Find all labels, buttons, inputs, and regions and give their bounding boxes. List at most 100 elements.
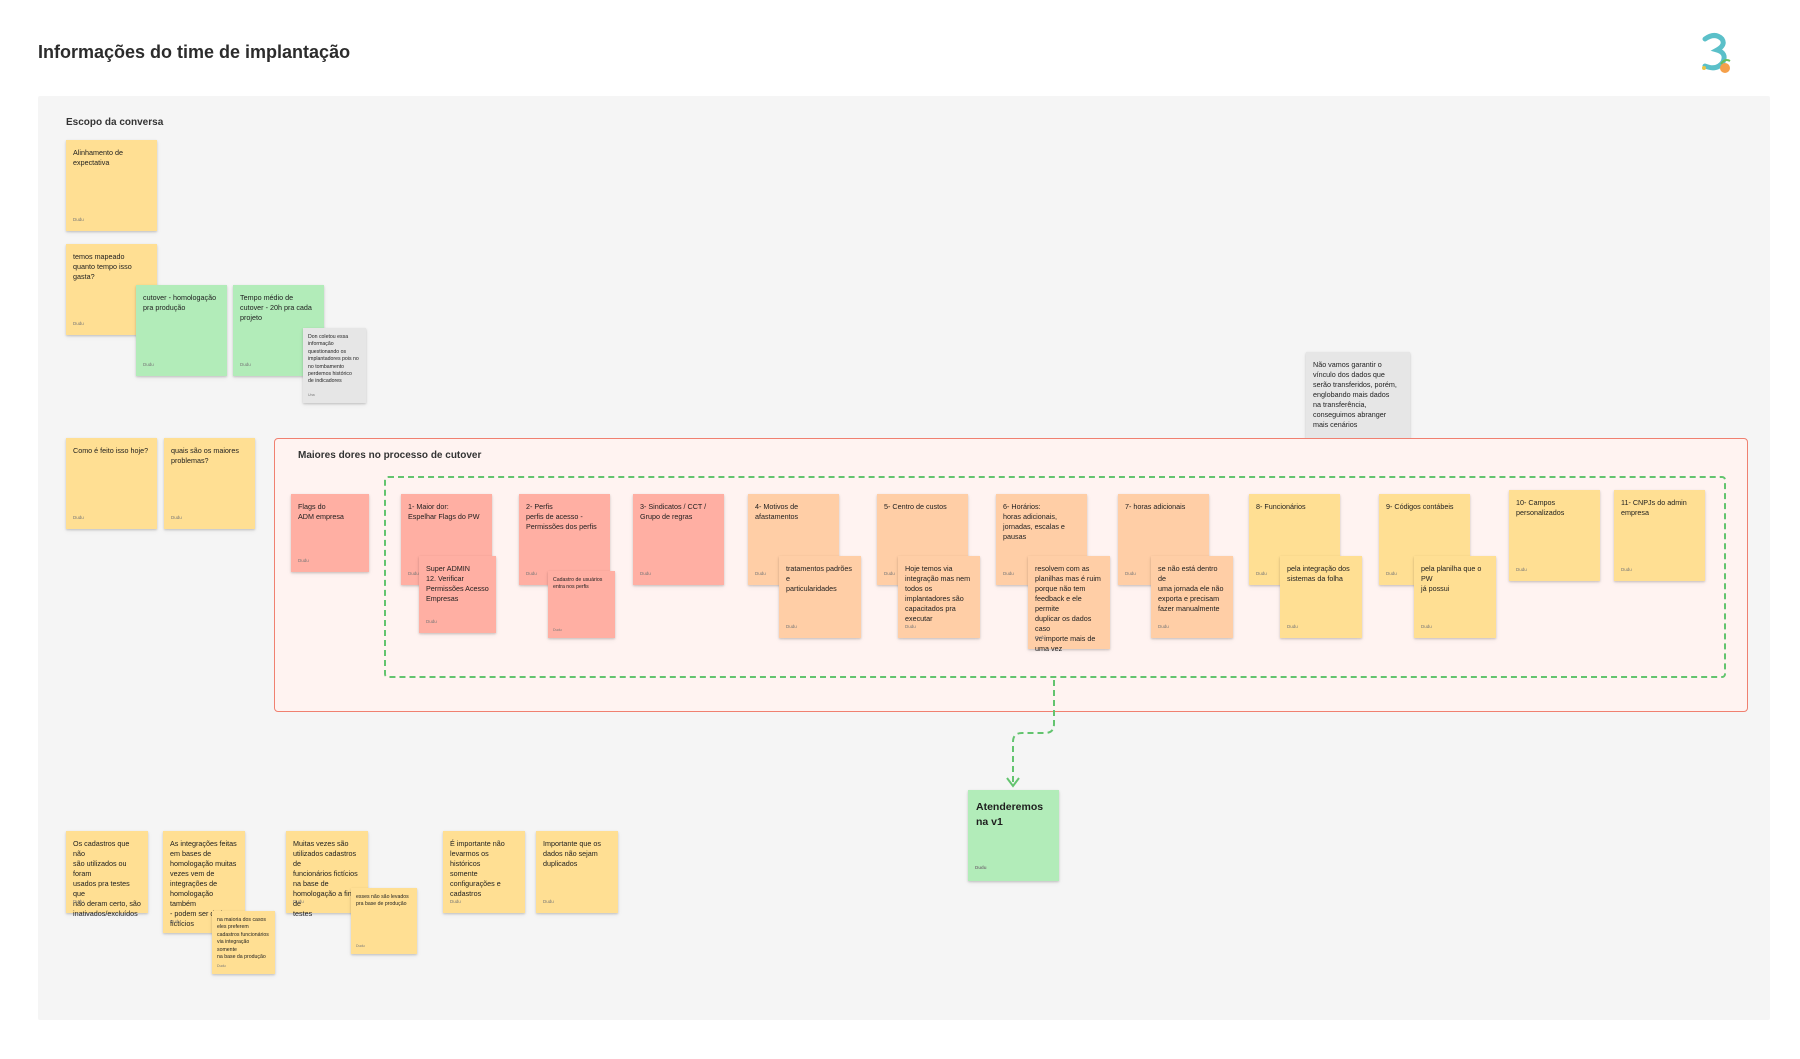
note-text: 1- Maior dor: Espelhar Flags do PW: [408, 502, 480, 521]
note-author: Dudu: [356, 943, 365, 948]
note-author: Dudu: [293, 899, 304, 904]
sticky-note[interactable]: Como é feito isso hoje? Dudu: [66, 438, 157, 529]
note-text: temos mapeado quanto tempo isso gasta?: [73, 252, 132, 281]
note-author: Dudu: [217, 963, 226, 968]
note-text: Hoje temos via integração mas nem todos …: [905, 564, 971, 623]
note-text: quais são os maiores problemas?: [171, 446, 239, 465]
note-text: 10- Campos personalizados: [1516, 498, 1565, 517]
sticky-note[interactable]: Importante que os dados não sejam duplic…: [536, 831, 618, 913]
note-text: Super ADMIN 12. Verificar Permissões Ace…: [426, 564, 489, 603]
sticky-note[interactable]: 2- Perfis perfis de acesso - Permissões …: [519, 494, 610, 585]
note-author: Dudu: [1158, 624, 1169, 629]
sticky-note[interactable]: Flags do ADM empresa Dudu: [291, 494, 369, 572]
note-author: Dudu: [1035, 635, 1046, 640]
note-text: Cadastro de usuários entra nos perfis: [553, 577, 603, 591]
note-text: 8- Funcionários: [1256, 502, 1306, 511]
note-text: na maioria dos casos eles preferem cadas…: [217, 917, 269, 961]
note-author: Dudu: [543, 899, 554, 904]
note-text: esses não são levados pra base de produç…: [356, 894, 409, 908]
note-author: Dudu: [73, 321, 84, 326]
note-text: pela integração dos sistemas da folha: [1287, 564, 1350, 583]
note-author: Dudu: [426, 619, 437, 624]
note-author: Dudu: [1003, 571, 1014, 576]
sticky-note[interactable]: pela integração dos sistemas da folha Du…: [1280, 556, 1362, 638]
note-author: Dudu: [1516, 567, 1527, 572]
note-author: Dudu: [640, 571, 651, 576]
note-author: Dudu: [170, 919, 181, 924]
sticky-note[interactable]: cutover - homologação pra produção Dudu: [136, 285, 227, 376]
sticky-note[interactable]: É importante não levarmos os históricos …: [443, 831, 525, 913]
v1-scope-dashed-group: [384, 476, 1726, 678]
note-text: Importante que os dados não sejam duplic…: [543, 839, 601, 868]
note-text: cutover - homologação pra produção: [143, 293, 217, 312]
note-author: Dudu: [1125, 571, 1136, 576]
note-text: Tempo médio de cutover - 20h pra cada pr…: [240, 293, 312, 322]
note-author: Dudu: [1621, 567, 1632, 572]
note-author: Dudu: [553, 627, 562, 632]
note-text: Como é feito isso hoje?: [73, 446, 149, 455]
page-title: Informações do time de implantação: [38, 42, 351, 62]
note-text: 7- horas adicionais: [1125, 502, 1186, 511]
section-title-scope: Escopo da conversa: [66, 117, 164, 128]
sticky-note[interactable]: 10- Campos personalizados Dudu: [1509, 490, 1600, 581]
note-text: 11- CNPJs do admin empresa: [1621, 498, 1687, 517]
note-author: Dudu: [73, 515, 84, 520]
note-text: Atenderemos na v1: [976, 801, 1044, 828]
note-text: Os cadastros que não são utilizados ou f…: [73, 839, 141, 918]
note-text: se não está dentro de uma jornada ele nã…: [1158, 564, 1224, 613]
note-author: Dudu: [884, 571, 895, 576]
note-author: Dudu: [755, 571, 766, 576]
note-author: Dudu: [1421, 624, 1432, 629]
note-text: resolvem com as planilhas mas é ruim por…: [1035, 564, 1101, 653]
sticky-note[interactable]: Don coletou essa informação questionando…: [303, 328, 366, 403]
sticky-note[interactable]: esses não são levados pra base de produç…: [351, 888, 417, 954]
sticky-note[interactable]: Os cadastros que não são utilizados ou f…: [66, 831, 148, 918]
note-author: Dudu: [1386, 571, 1397, 576]
note-author: Dudu: [450, 899, 461, 904]
note-text: 9- Códigos contábeis: [1386, 502, 1454, 511]
note-author: Dudu: [905, 624, 916, 629]
note-text: 4- Motivos de afastamentos: [755, 502, 799, 521]
sticky-note-v1[interactable]: Atenderemos na v1 Dudu: [968, 790, 1059, 881]
note-author: Dudu: [240, 362, 251, 367]
sticky-note[interactable]: quais são os maiores problemas? Dudu: [164, 438, 255, 529]
note-author: Una: [308, 392, 315, 397]
note-author: Dudu: [975, 865, 987, 870]
board-logo-icon: [1702, 33, 1731, 73]
sticky-note[interactable]: Hoje temos via integração mas nem todos …: [898, 556, 980, 638]
note-author: Dudu: [73, 217, 84, 222]
note-author: Dudu: [1287, 624, 1298, 629]
note-author: Dudu: [526, 571, 537, 576]
section-title-pain-points: Maiores dores no processo de cutover: [298, 450, 482, 461]
note-text: tratamentos padrões e particularidades: [786, 564, 852, 593]
note-text: Muitas vezes são utilizados cadastros de…: [293, 839, 358, 918]
note-author: Dudu: [143, 362, 154, 367]
note-text: 3- Sindicatos / CCT / Grupo de regras: [640, 502, 707, 521]
note-text: 6- Horários: horas adicionais, jornadas,…: [1003, 502, 1065, 541]
sticky-note[interactable]: Muitas vezes são utilizados cadastros de…: [286, 831, 368, 918]
note-text: Flags do ADM empresa: [298, 502, 344, 521]
note-text: pela planilha que o PW já possui: [1421, 564, 1482, 593]
sticky-note[interactable]: tratamentos padrões e particularidades D…: [779, 556, 861, 638]
note-text: É importante não levarmos os históricos …: [450, 839, 505, 898]
sticky-note[interactable]: Cadastro de usuários entra nos perfis Du…: [548, 571, 615, 638]
note-author: Dudu: [73, 899, 84, 904]
sticky-note[interactable]: resolvem com as planilhas mas é ruim por…: [1028, 556, 1110, 653]
note-text: 2- Perfis perfis de acesso - Permissões …: [526, 502, 597, 531]
note-text: Don coletou essa informação questionando…: [308, 334, 359, 385]
sticky-note[interactable]: na maioria dos casos eles preferem cadas…: [212, 911, 275, 974]
note-author: Dudu: [171, 515, 182, 520]
note-text: 5- Centro de custos: [884, 502, 947, 511]
sticky-note[interactable]: Super ADMIN 12. Verificar Permissões Ace…: [419, 556, 496, 633]
sticky-note[interactable]: 11- CNPJs do admin empresa Dudu: [1614, 490, 1705, 581]
note-text: Alinhamento de expectativa: [73, 148, 123, 167]
sticky-note[interactable]: 3- Sindicatos / CCT / Grupo de regras Du…: [633, 494, 724, 585]
sticky-note[interactable]: Alinhamento de expectativa Dudu: [66, 140, 157, 231]
note-author: Dudu: [298, 558, 309, 563]
note-author: Dudu: [1256, 571, 1267, 576]
note-author: Dudu: [408, 571, 419, 576]
note-text: Não vamos garantir o vínculo dos dados q…: [1313, 360, 1397, 429]
sticky-note[interactable]: pela planilha que o PW já possui Dudu: [1414, 556, 1496, 638]
note-author: Dudu: [786, 624, 797, 629]
sticky-note[interactable]: se não está dentro de uma jornada ele nã…: [1151, 556, 1233, 638]
